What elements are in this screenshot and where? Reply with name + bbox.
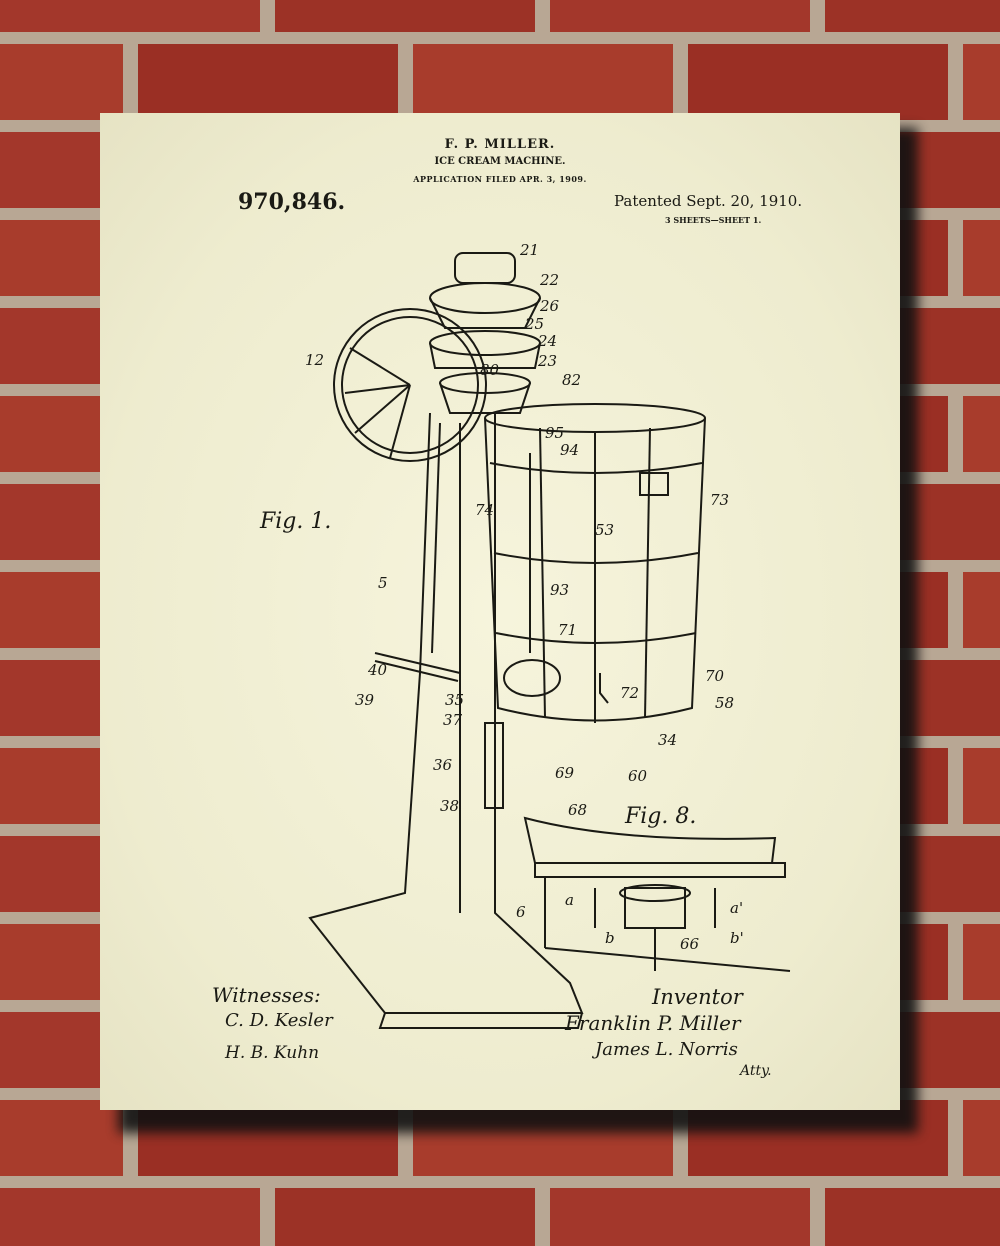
part-label: 58	[715, 694, 734, 712]
witness-signature-1: C. D. Kesler	[225, 1010, 333, 1031]
part-label: 70	[705, 667, 725, 685]
part-label: 23	[537, 352, 557, 370]
part-label: 35	[445, 691, 464, 709]
part-label: 53	[595, 521, 614, 539]
freezer-tub	[484, 403, 706, 723]
inventor-signature: Franklin P. Miller	[565, 1011, 741, 1035]
part-label: 80	[480, 361, 500, 379]
part-label: 21	[519, 241, 539, 259]
attorney-signature: James L. Norris	[595, 1039, 738, 1060]
part-label: 95	[545, 424, 564, 442]
part-label: 40	[367, 661, 388, 679]
inventor-header: F. P. MILLER.	[444, 137, 556, 152]
part-label: 74	[475, 501, 494, 519]
part-label: 22	[539, 271, 559, 289]
witnesses-label: Witnesses:	[212, 983, 321, 1007]
part-label: 69	[555, 764, 575, 782]
gear-head	[429, 252, 541, 414]
crank-wheel	[333, 308, 487, 462]
witness-signature-2: H. B. Kuhn	[225, 1043, 320, 1063]
figure-8-detail	[523, 816, 791, 972]
part-label: 71	[558, 621, 577, 639]
part-labels: 21 22 26 25 24 23 80 82 12 95 94 73 74 5…	[259, 241, 744, 953]
patent-title: ICE CREAM MACHINE.	[434, 156, 566, 167]
attorney-suffix: Atty.	[740, 1063, 772, 1079]
part-label: 12	[305, 351, 324, 369]
part-label: 73	[710, 491, 729, 509]
part-label: 93	[550, 581, 569, 599]
part-label: 6	[516, 903, 526, 921]
part-label: a	[565, 891, 574, 909]
part-label: 37	[443, 711, 463, 729]
part-label: 82	[562, 371, 581, 389]
part-label: 68	[568, 801, 587, 819]
figure-label: Fig. 1.	[259, 509, 331, 534]
part-label: 66	[680, 935, 700, 953]
part-label: 39	[355, 691, 375, 709]
patent-poster: F. P. MILLER. ICE CREAM MACHINE. APPLICA…	[100, 113, 900, 1110]
patented-date: Patented Sept. 20, 1910.	[614, 192, 803, 210]
application-date: APPLICATION FILED APR. 3, 1909.	[413, 174, 587, 184]
patent-number: 970,846.	[238, 189, 346, 215]
part-label: 38	[440, 797, 459, 815]
lever-handle	[374, 652, 504, 809]
part-label: 60	[628, 767, 648, 785]
part-label: a'	[730, 899, 743, 917]
part-label: 34	[658, 731, 677, 749]
column	[308, 412, 584, 1029]
figure-label: Fig. 8.	[624, 804, 696, 829]
machine-drawing: 21 22 26 25 24 23 80 82 12 95 94 73 74 5…	[259, 241, 791, 1029]
part-label: 94	[560, 441, 579, 459]
part-label: 24	[537, 332, 557, 350]
part-label: 5	[378, 574, 388, 592]
part-label: 25	[524, 315, 544, 333]
part-label: b	[605, 929, 615, 947]
part-label: 72	[620, 684, 639, 702]
inventor-label: Inventor	[652, 985, 743, 1009]
part-label: 26	[539, 297, 560, 315]
part-label: b'	[730, 929, 744, 947]
sheet-count: 3 SHEETS—SHEET 1.	[665, 215, 762, 225]
part-label: 36	[433, 756, 453, 774]
